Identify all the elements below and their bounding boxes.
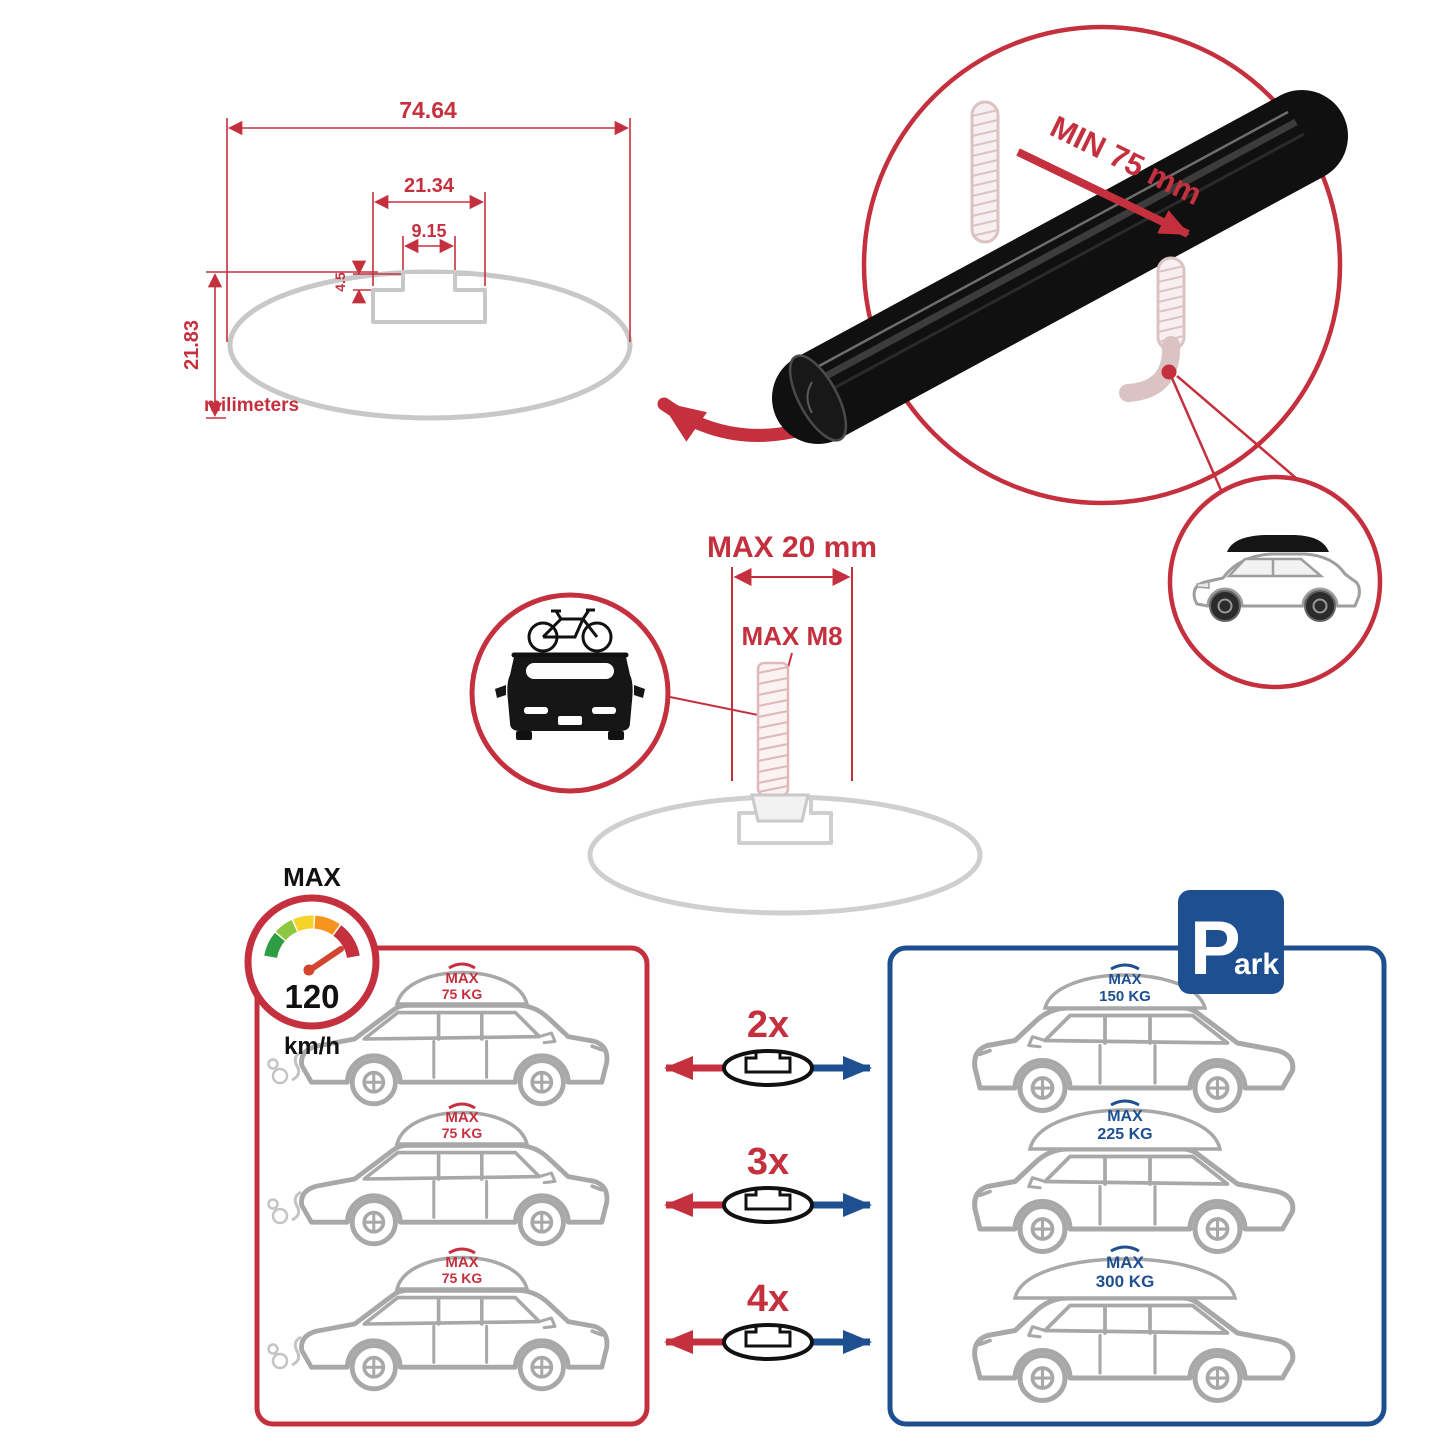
crossbar-profile-icon xyxy=(722,1323,814,1361)
crossbar-profile-icon xyxy=(722,1186,814,1224)
dim-width-total: 74.64 xyxy=(399,97,457,123)
cargo-bag xyxy=(1027,1108,1223,1151)
parked-car-1: MAX 150 KG xyxy=(975,963,1293,1111)
gauge-needle-pivot xyxy=(303,964,315,976)
dimension-lines xyxy=(206,118,631,419)
bolt-dimension-lines xyxy=(731,567,853,781)
load-label-kg: 75 KG xyxy=(442,1125,483,1141)
min-clearance-arrow-icon xyxy=(1016,148,1190,238)
crossbar-3d-detail: MIN 75 mm xyxy=(657,24,1383,690)
crossbar-profile-ellipse xyxy=(227,269,633,421)
driving-panel-border xyxy=(254,945,650,1427)
bar-end-cap xyxy=(788,354,848,442)
mount-point-dot xyxy=(1161,364,1177,380)
car-with-roofbox-circle xyxy=(1167,474,1383,690)
parking-panel-border xyxy=(887,945,1387,1427)
crossbar-profile-icon xyxy=(722,1049,814,1087)
load-label-kg: 75 KG xyxy=(442,986,483,1002)
cargo-bag xyxy=(1012,1257,1238,1300)
bolt-max-thread-label: MAX M8 xyxy=(741,621,842,651)
load-label-max: MAX xyxy=(1107,1108,1143,1125)
exhaust-puff xyxy=(267,1343,279,1355)
exhaust-puff xyxy=(267,1058,279,1070)
thread-hatch xyxy=(1157,265,1185,343)
dimension-labels: 74.64 21.34 9.15 4.5 21.83 milimeters xyxy=(181,97,457,416)
cargo-bag xyxy=(394,1255,530,1291)
roof-box-icon xyxy=(1227,535,1329,552)
speed-unit: km/h xyxy=(284,1033,340,1060)
multiplier-row-1: 2x xyxy=(664,1004,872,1087)
exhaust-icon xyxy=(291,1335,302,1367)
thread-hatch xyxy=(971,109,999,237)
exhaust-icon xyxy=(291,1190,302,1222)
load-label-max: MAX xyxy=(445,1109,478,1126)
suv-with-roofbox xyxy=(1192,535,1361,622)
driving-car-1: MAX 75 KG xyxy=(267,962,607,1104)
bag-strap-icon xyxy=(448,1102,476,1110)
bag-strap-icon xyxy=(1110,1245,1140,1253)
gauge-arc xyxy=(264,915,360,959)
load-label-kg: 75 KG xyxy=(442,1270,483,1286)
t-slot-icon xyxy=(744,1326,792,1348)
car-front-bike-circle xyxy=(469,592,671,794)
t-slot-icon xyxy=(744,1189,792,1211)
multiplier-label: 2x xyxy=(747,1004,789,1046)
load-label-max: MAX xyxy=(445,1254,478,1271)
load-label-max: MAX xyxy=(445,970,478,987)
multiplier-label: 4x xyxy=(747,1278,789,1320)
bag-strap-icon xyxy=(448,1247,476,1255)
mount-bolt-diagram: MAX 20 mm MAX M8 xyxy=(469,531,983,916)
parked-car-3: MAX 300 KG xyxy=(975,1245,1293,1401)
threaded-bolt xyxy=(750,661,810,823)
load-label-kg: 300 KG xyxy=(1096,1272,1155,1291)
cargo-bag xyxy=(1042,973,1208,1010)
exhaust-puff xyxy=(271,1067,289,1085)
dim-unit-label: milimeters xyxy=(204,395,299,416)
park-sign-board xyxy=(1178,890,1284,994)
speed-max-label: MAX xyxy=(283,862,341,892)
load-label-kg: 150 KG xyxy=(1099,988,1151,1005)
exhaust-puff xyxy=(271,1352,289,1370)
multiplier-label: 3x xyxy=(747,1141,789,1183)
exhaust-puff xyxy=(271,1207,289,1225)
exhaust-icon xyxy=(291,1050,302,1082)
t-slot-icon xyxy=(744,1052,792,1074)
load-label-max: MAX xyxy=(1106,1253,1144,1272)
bike-icon xyxy=(527,608,613,653)
dim-lip-height: 4.5 xyxy=(332,272,348,292)
crossbar-bar xyxy=(772,90,1348,444)
cargo-bag xyxy=(394,970,530,1006)
exhaust-puff xyxy=(267,1198,279,1210)
u-bolt-clamp-top xyxy=(970,100,1000,244)
thread-hatch xyxy=(757,666,789,793)
speed-value: 120 xyxy=(284,978,339,1015)
dim-width-channel: 21.34 xyxy=(404,175,455,197)
park-sign-p: P xyxy=(1190,906,1241,991)
dim-width-slot: 9.15 xyxy=(411,221,446,241)
bolt-head xyxy=(750,793,810,823)
load-label-max: MAX xyxy=(1108,971,1141,988)
dim-height-total: 21.83 xyxy=(181,320,203,370)
bag-strap-icon xyxy=(1110,963,1140,971)
headlight-icon xyxy=(1196,581,1210,589)
bolt-max-length-label: MAX 20 mm xyxy=(707,531,877,564)
park-sign-ark: ark xyxy=(1234,948,1279,981)
parked-car-2: MAX 225 KG xyxy=(975,1099,1293,1252)
multiplier-row-2: 3x xyxy=(664,1141,872,1224)
car-front-icon xyxy=(495,652,645,740)
load-capacity-panels: MAX 75 KG MAX 75 KG MAX 75 KG xyxy=(254,890,1387,1427)
speed-limit-gauge: MAX 120 km/h xyxy=(244,862,380,1060)
t-slot-channel xyxy=(371,272,487,324)
multiplier-row-3: 4x xyxy=(664,1278,872,1361)
bag-strap-icon xyxy=(1110,1099,1140,1107)
crossbar-dimension-drawing: 74.64 21.34 9.15 4.5 21.83 milimeters xyxy=(181,97,633,421)
driving-car-2: MAX 75 KG xyxy=(267,1102,607,1244)
park-sign: P ark xyxy=(1178,890,1284,994)
cargo-bag xyxy=(394,1110,530,1146)
bag-strap-icon xyxy=(448,962,476,970)
load-label-kg: 225 KG xyxy=(1097,1126,1152,1143)
u-bolt-clamp-bottom xyxy=(1119,256,1186,402)
driving-car-3: MAX 75 KG xyxy=(267,1247,607,1389)
